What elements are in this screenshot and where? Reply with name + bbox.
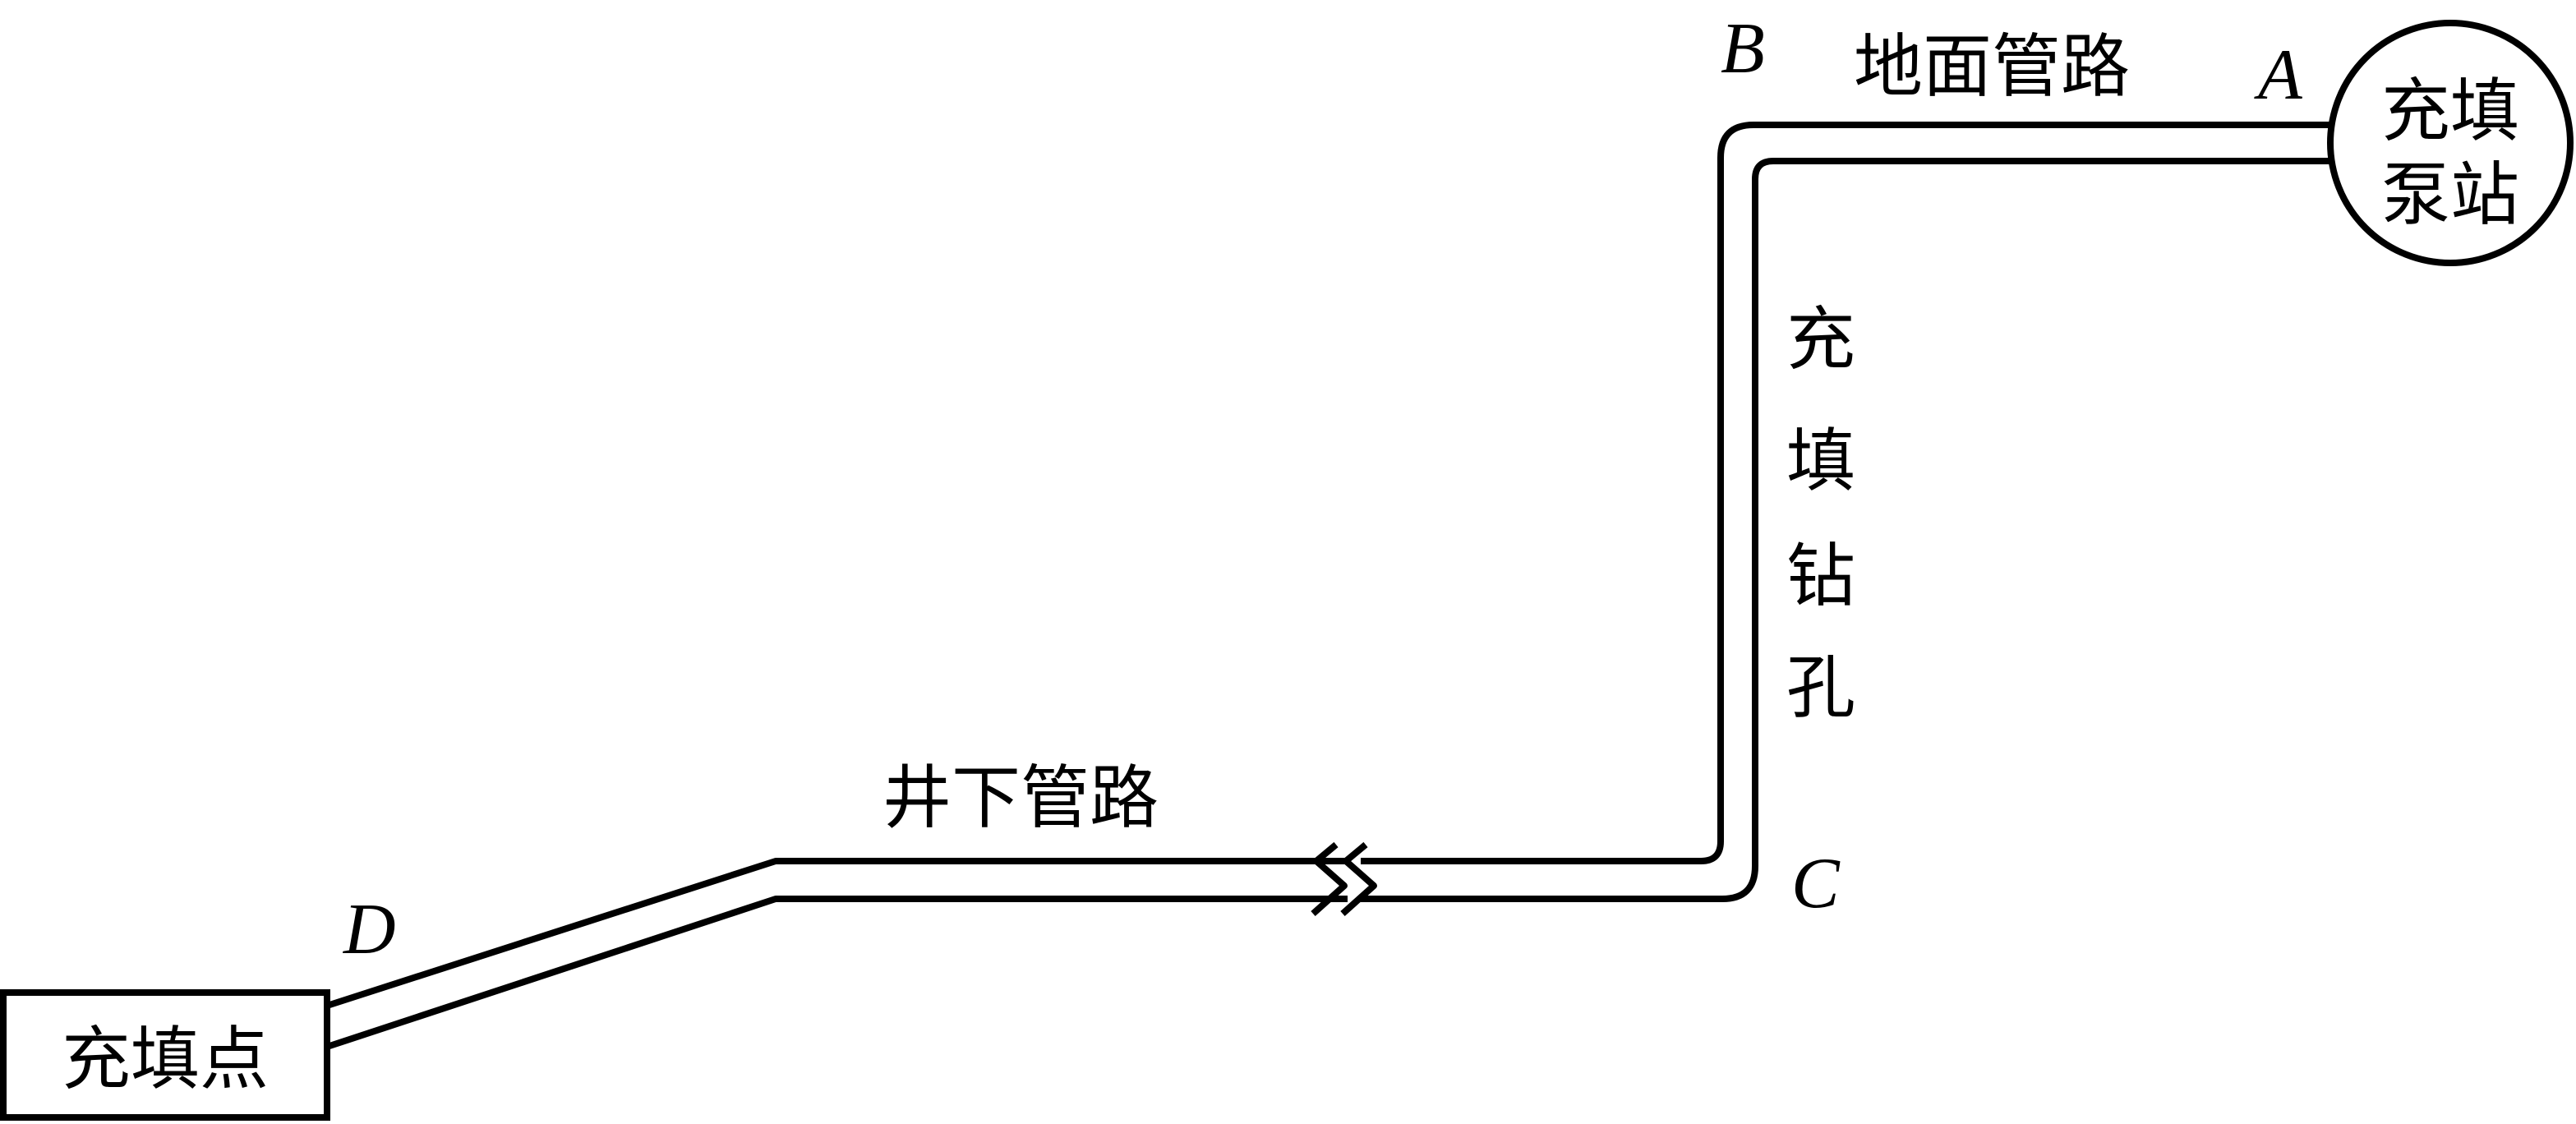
pipe-break-symbol-right <box>1340 841 1377 916</box>
surface-pipeline-label: 地面管路 <box>1854 26 2130 107</box>
point-label-b: B <box>1721 9 1765 89</box>
point-label-a: A <box>2254 35 2303 115</box>
borehole-label-char-3: 钻 <box>1786 536 1855 616</box>
pipeline-upper-wall <box>325 122 2330 1009</box>
point-label-c: C <box>1791 844 1841 924</box>
point-label-d: D <box>343 890 396 970</box>
underground-pipeline-label: 井下管路 <box>882 758 1159 838</box>
pipeline-lower-wall <box>325 158 2330 1050</box>
filling-point-box <box>0 989 330 1121</box>
borehole-label-char-4: 孔 <box>1786 647 1855 728</box>
pump-station-label-line1: 充填 <box>2381 71 2519 151</box>
pump-station-circle <box>2327 20 2574 266</box>
pump-station-label-line2: 泵站 <box>2381 154 2519 235</box>
pipe-break-symbol <box>1311 841 1348 916</box>
borehole-label-char-1: 充 <box>1786 299 1855 380</box>
borehole-label-char-2: 填 <box>1786 421 1855 501</box>
filling-point-label: 充填点 <box>62 1019 269 1099</box>
